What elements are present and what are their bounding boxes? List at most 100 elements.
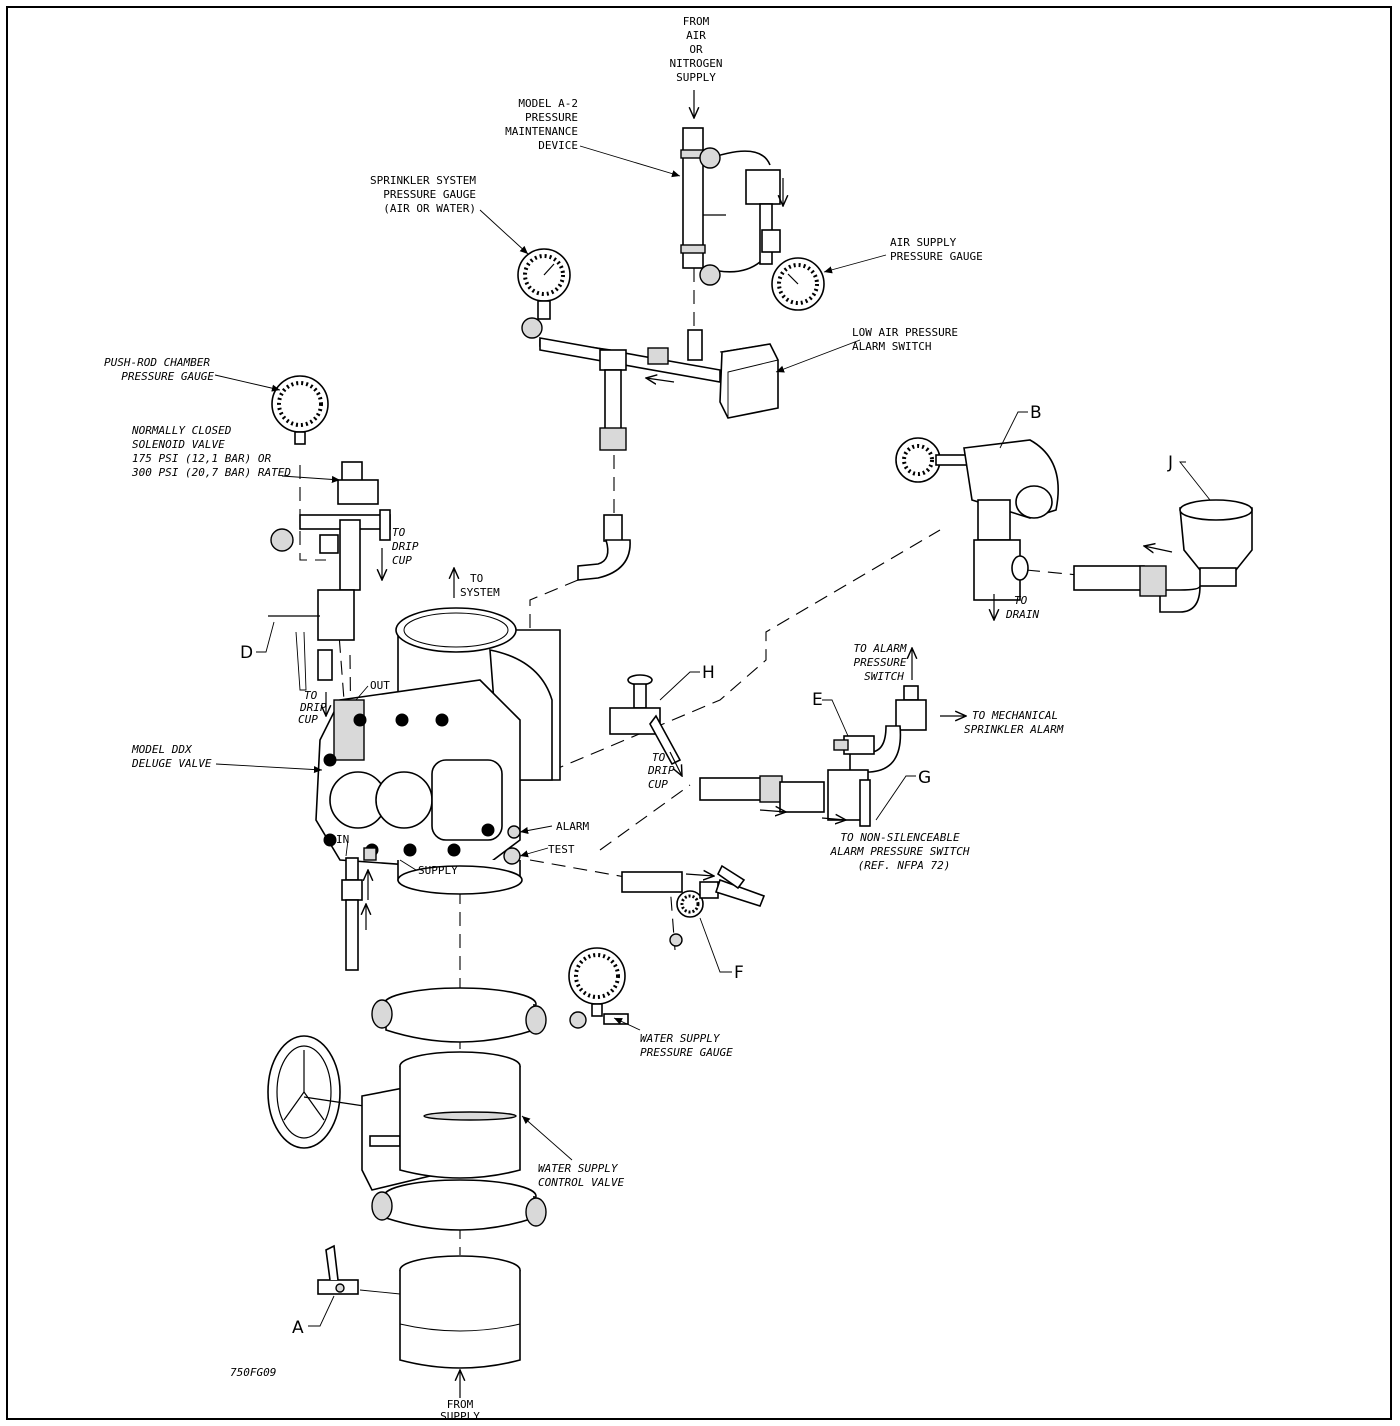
svg-text:CONTROL VALVE: CONTROL VALVE (538, 1176, 624, 1189)
svg-text:SWITCH: SWITCH (864, 670, 904, 683)
label-supply: SUPPLY (418, 864, 458, 877)
svg-text:PRESSURE GAUGE: PRESSURE GAUGE (383, 188, 476, 201)
lower-coupling-icon (371, 1179, 547, 1231)
label-alarm: ALARM (556, 820, 589, 833)
callout-letter-d: D (240, 643, 253, 663)
push-rod-gauge-icon (271, 375, 329, 445)
svg-text:PUSH-ROD CHAMBER: PUSH-ROD CHAMBER (104, 356, 210, 369)
svg-text:TO MECHANICAL: TO MECHANICAL (972, 709, 1058, 722)
alarm-line-assembly (699, 685, 927, 827)
svg-text:NITROGEN: NITROGEN (670, 57, 723, 70)
svg-text:MODEL A-2: MODEL A-2 (518, 97, 578, 110)
drawing-code: 750FG09 (230, 1366, 276, 1379)
drawing-frame (6, 6, 1392, 1420)
butterfly-valve-icon (267, 1035, 521, 1191)
svg-text:PRESSURE GAUGE: PRESSURE GAUGE (640, 1046, 733, 1059)
svg-text:TO: TO (1014, 594, 1028, 607)
label-low-air-switch: LOW AIR PRESSURE ALARM SWITCH (852, 326, 958, 353)
deluge-valve-body-icon (315, 607, 561, 895)
test-line-f (621, 864, 766, 947)
callout-letter-g: G (918, 768, 931, 788)
label-to-system: TO SYSTEM (460, 572, 500, 599)
callout-letter-j: J (1167, 453, 1173, 473)
drain-cock-a-icon (317, 1244, 359, 1295)
svg-text:TO: TO (652, 751, 666, 764)
svg-text:300 PSI (20,7 BAR) RATED: 300 PSI (20,7 BAR) RATED (131, 466, 291, 479)
svg-text:OR: OR (689, 43, 703, 56)
label-to-drip-cup-upper: TO DRIP CUP (391, 526, 419, 567)
svg-text:PRESSURE: PRESSURE (525, 111, 578, 124)
upper-coupling-icon (371, 987, 547, 1043)
svg-text:(AIR OR WATER): (AIR OR WATER) (383, 202, 476, 215)
svg-text:DRIP: DRIP (299, 701, 327, 714)
label-water-supply-gauge: WATER SUPPLY PRESSURE GAUGE (640, 1032, 733, 1059)
svg-text:CUP: CUP (392, 554, 412, 567)
svg-text:PRESSURE GAUGE: PRESSURE GAUGE (890, 250, 983, 263)
label-deluge-valve: MODEL DDX DELUGE VALVE (131, 743, 212, 770)
label-out: OUT (370, 679, 390, 692)
svg-text:CUP: CUP (298, 713, 318, 726)
sprinkler-system-gauge-icon (517, 248, 571, 339)
label-from-air-supply: FROM AIR OR NITROGEN SUPPLY (670, 15, 723, 84)
label-from-supply: FROM SUPPLY (440, 1398, 480, 1423)
svg-text:SPRINKLER ALARM: SPRINKLER ALARM (964, 723, 1064, 736)
label-air-supply-gauge: AIR SUPPLY PRESSURE GAUGE (890, 236, 983, 263)
flow-arrows (326, 90, 1173, 1398)
svg-text:ALARM PRESSURE SWITCH: ALARM PRESSURE SWITCH (829, 845, 969, 858)
svg-text:TO: TO (304, 689, 318, 702)
svg-text:MODEL DDX: MODEL DDX (131, 743, 193, 756)
push-rod-trim (268, 589, 355, 691)
leader-lines (214, 145, 1211, 1327)
globe-valve-h-icon (609, 674, 682, 766)
callout-letter-h: H (702, 663, 715, 683)
svg-text:LOW AIR PRESSURE: LOW AIR PRESSURE (852, 326, 958, 339)
supply-test-fitting (341, 847, 377, 971)
svg-text:FROM: FROM (683, 15, 710, 28)
label-to-drain: TO DRAIN (1005, 594, 1039, 621)
label-test: TEST (548, 843, 575, 856)
label-control-valve: WATER SUPPLY CONTROL VALVE (538, 1162, 624, 1189)
svg-text:WATER SUPPLY: WATER SUPPLY (538, 1162, 619, 1175)
svg-text:PRESSURE: PRESSURE (854, 656, 907, 669)
svg-text:DEVICE: DEVICE (538, 139, 578, 152)
solenoid-valve-icon (270, 461, 391, 591)
label-push-rod-gauge: PUSH-ROD CHAMBER PRESSURE GAUGE (104, 356, 214, 383)
svg-text:(REF. NFPA 72): (REF. NFPA 72) (858, 859, 951, 872)
label-sprinkler-system-gauge: SPRINKLER SYSTEM PRESSURE GAUGE (AIR OR … (370, 174, 476, 215)
water-supply-gauge-icon (568, 947, 629, 1029)
svg-text:TO NON-SILENCEABLE: TO NON-SILENCEABLE (840, 831, 960, 844)
callout-letter-b: B (1030, 403, 1042, 423)
svg-text:SUPPLY: SUPPLY (676, 71, 716, 84)
label-pressure-maintenance-device: MODEL A-2 PRESSURE MAINTENANCE DEVICE (505, 97, 578, 152)
svg-text:TO: TO (470, 572, 483, 585)
svg-text:NORMALLY CLOSED: NORMALLY CLOSED (131, 424, 232, 437)
svg-text:DRIP: DRIP (647, 764, 675, 777)
svg-text:AIR SUPPLY: AIR SUPPLY (890, 236, 957, 249)
air-line-elbow (577, 514, 631, 581)
svg-text:DRIP: DRIP (391, 540, 419, 553)
label-to-drip-cup-mid: TO DRIP CUP (647, 751, 675, 791)
svg-text:SOLENOID VALVE: SOLENOID VALVE (132, 438, 225, 451)
svg-text:AIR: AIR (686, 29, 706, 42)
pressure-maintenance-device (680, 127, 781, 286)
label-to-alarm-switch: TO ALARM PRESSURE SWITCH (854, 642, 907, 683)
label-to-mech-alarm: TO MECHANICAL SPRINKLER ALARM (964, 709, 1064, 736)
svg-text:SYSTEM: SYSTEM (460, 586, 500, 599)
svg-text:WATER SUPPLY: WATER SUPPLY (640, 1032, 721, 1045)
svg-text:FROM: FROM (447, 1398, 474, 1411)
svg-text:MAINTENANCE: MAINTENANCE (505, 125, 578, 138)
svg-text:SUPPLY: SUPPLY (440, 1410, 480, 1423)
svg-text:175 PSI (12,1 BAR) OR: 175 PSI (12,1 BAR) OR (132, 452, 271, 465)
label-non-silenceable: TO NON-SILENCEABLE ALARM PRESSURE SWITCH… (829, 831, 969, 872)
callout-letter-f: F (734, 963, 744, 983)
svg-text:DRAIN: DRAIN (1005, 608, 1039, 621)
label-solenoid-valve: NORMALLY CLOSED SOLENOID VALVE 175 PSI (… (131, 424, 291, 479)
svg-text:CUP: CUP (648, 778, 668, 791)
label-to-drip-cup-left: TO DRIP CUP (298, 689, 327, 726)
drip-cup-icon (1073, 499, 1253, 613)
air-manifold-piping (539, 329, 721, 451)
svg-text:PRESSURE GAUGE: PRESSURE GAUGE (121, 370, 214, 383)
svg-text:SPRINKLER SYSTEM: SPRINKLER SYSTEM (370, 174, 476, 187)
callout-letter-a: A (292, 1318, 304, 1338)
